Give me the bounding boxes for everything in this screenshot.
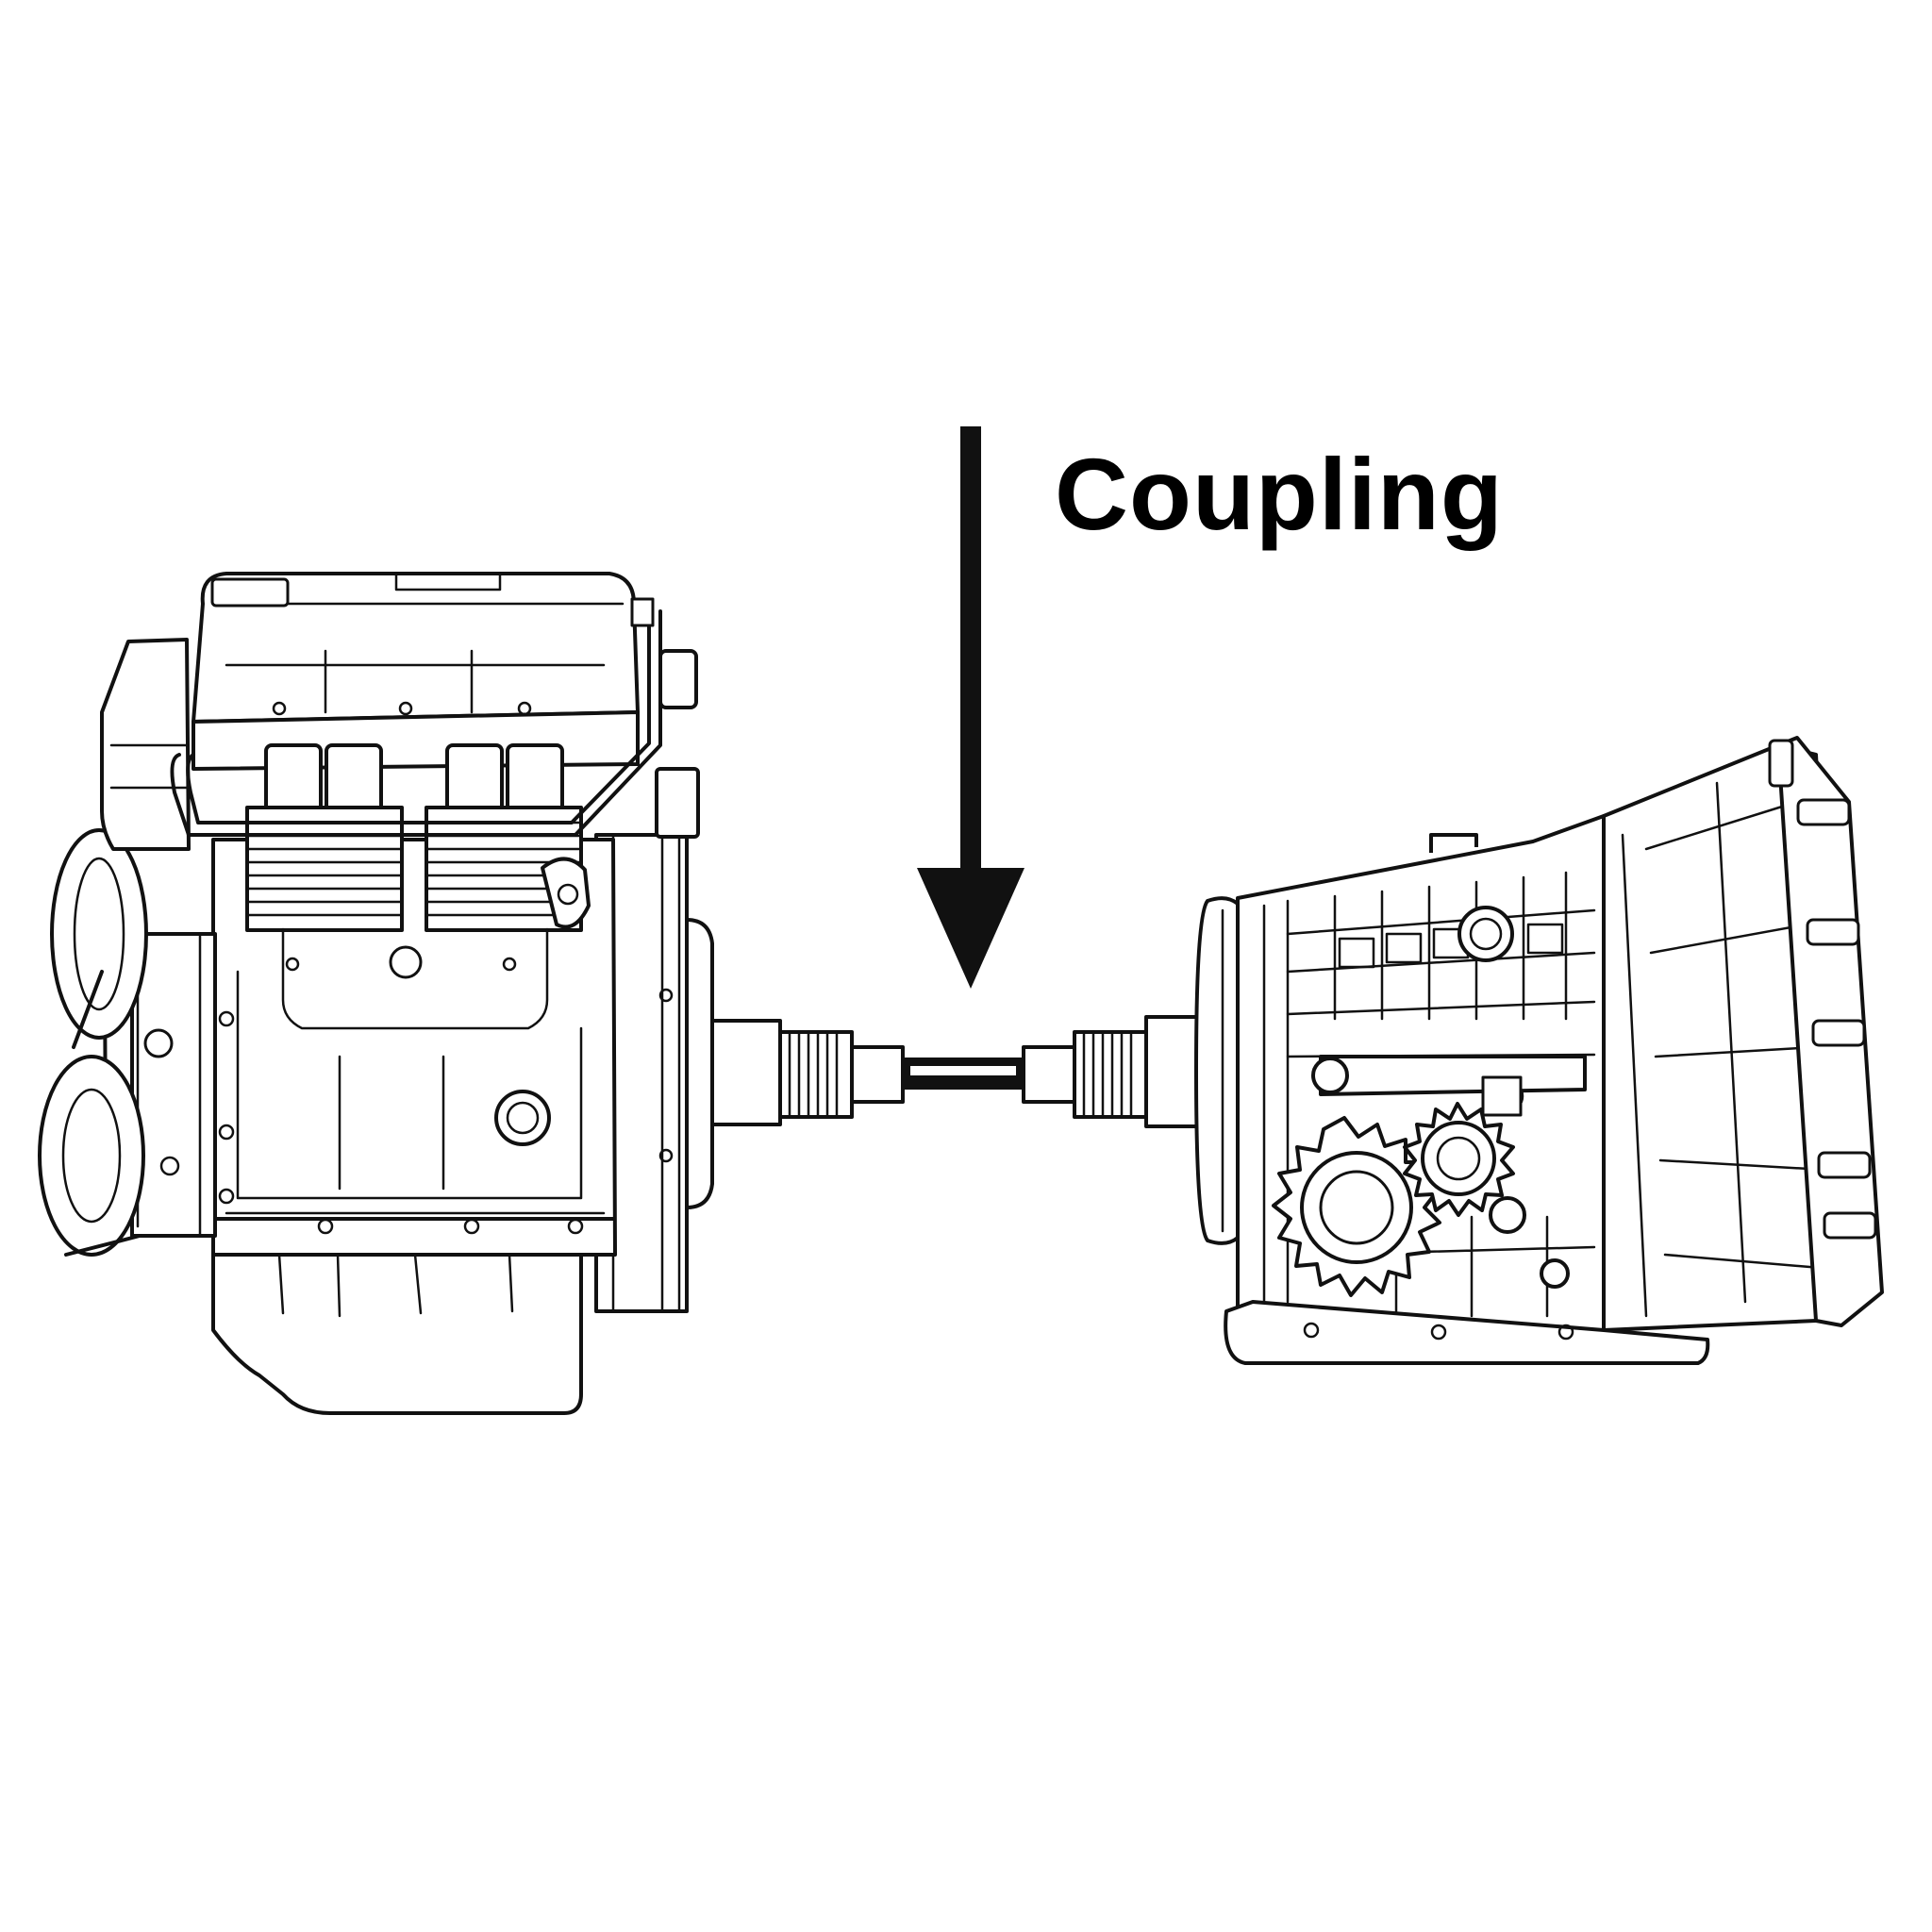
gear-icon	[1403, 1102, 1515, 1217]
drive-shaft-icon	[710, 1019, 1148, 1126]
down-arrow-icon	[917, 426, 1024, 989]
engine-icon	[38, 572, 714, 1415]
transmission-icon	[1144, 736, 1884, 1365]
coupling-label: Coupling	[1055, 437, 1504, 551]
gear-icon	[1272, 1116, 1441, 1297]
